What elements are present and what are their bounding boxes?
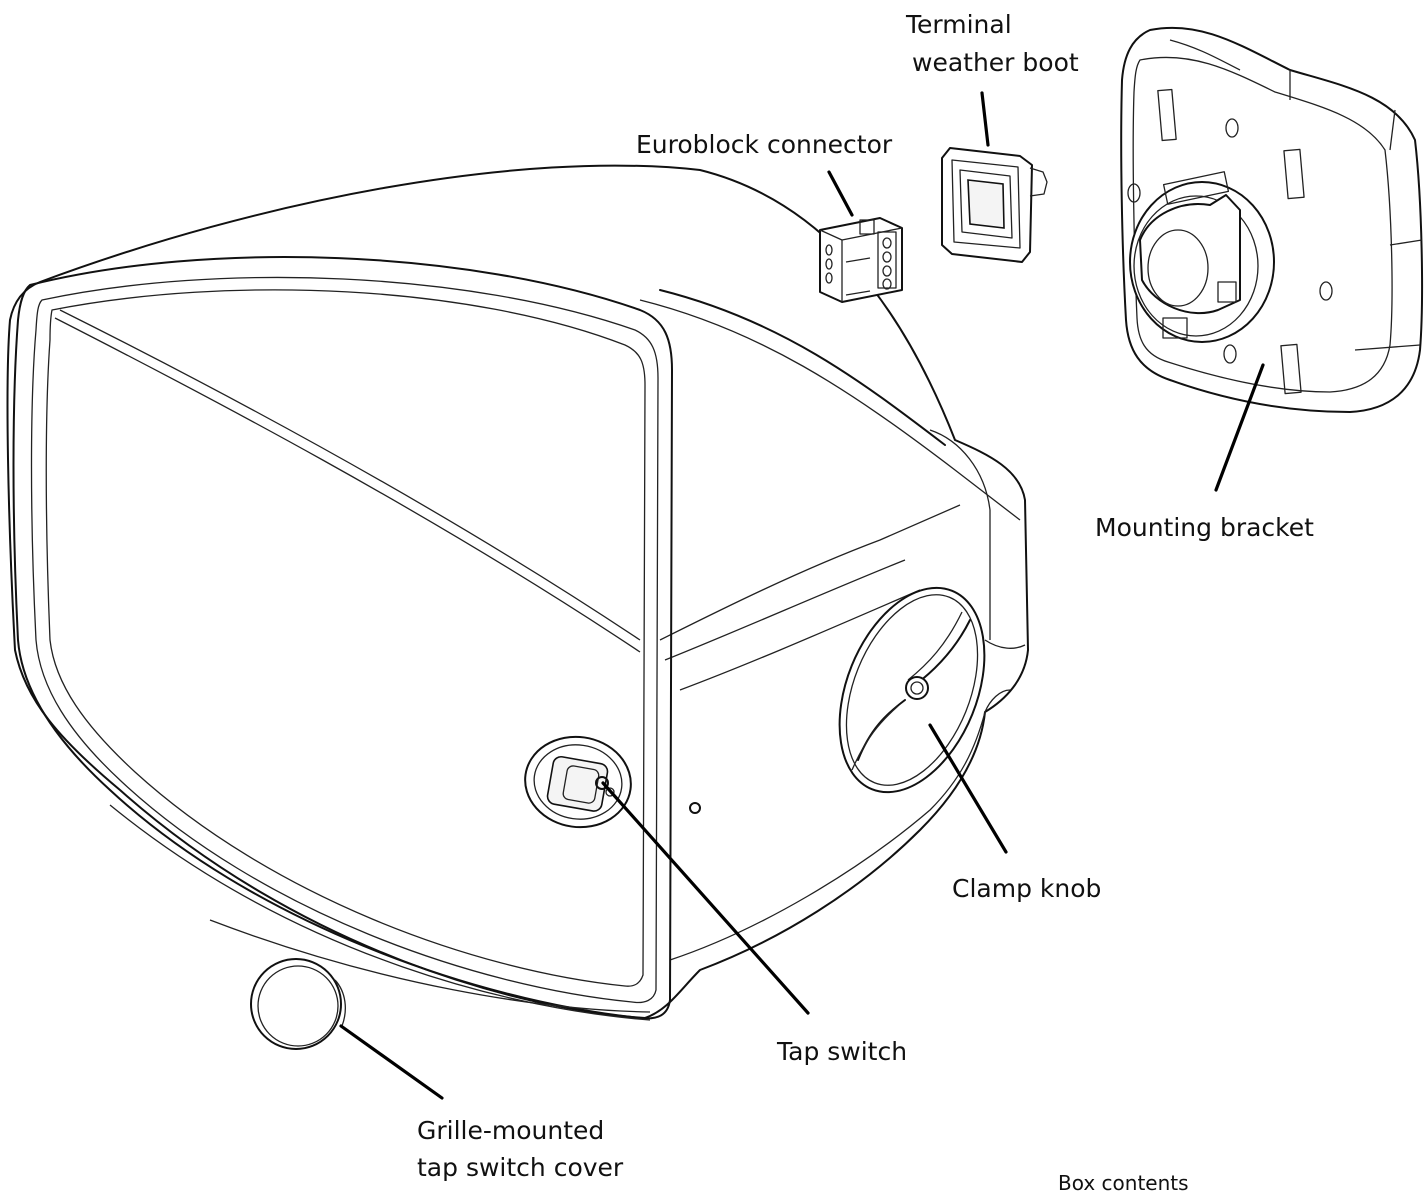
label-tap-switch: Tap switch — [777, 1037, 908, 1066]
leader-grille-cover — [339, 1024, 444, 1100]
label-grille-cover-line2: tap switch cover — [417, 1153, 624, 1182]
leader-clamp-knob — [928, 723, 1008, 854]
clamp-knob-part — [838, 586, 986, 794]
leader-terminal-boot — [980, 91, 990, 147]
label-box-contents: Box contents — [1058, 1171, 1189, 1195]
mounting-bracket-part — [1120, 26, 1424, 413]
label-clamp-knob: Clamp knob — [952, 874, 1102, 903]
leader-euroblock — [827, 170, 854, 217]
leader-tap-switch — [601, 781, 810, 1015]
tap-switch-part — [524, 735, 632, 829]
euroblock-connector-part — [819, 217, 903, 303]
grille-cover-part — [250, 958, 346, 1050]
label-terminal-boot-line2: weather boot — [912, 48, 1079, 77]
label-euroblock-connector: Euroblock connector — [636, 130, 893, 159]
label-terminal-boot-line1: Terminal — [906, 10, 1012, 39]
speaker-enclosure — [6, 164, 1029, 1021]
label-mounting-bracket: Mounting bracket — [1095, 513, 1314, 542]
leader-mounting-bracket — [1214, 363, 1265, 492]
label-grille-cover-line1: Grille-mounted — [417, 1116, 605, 1145]
terminal-weather-boot-part — [941, 147, 1048, 263]
